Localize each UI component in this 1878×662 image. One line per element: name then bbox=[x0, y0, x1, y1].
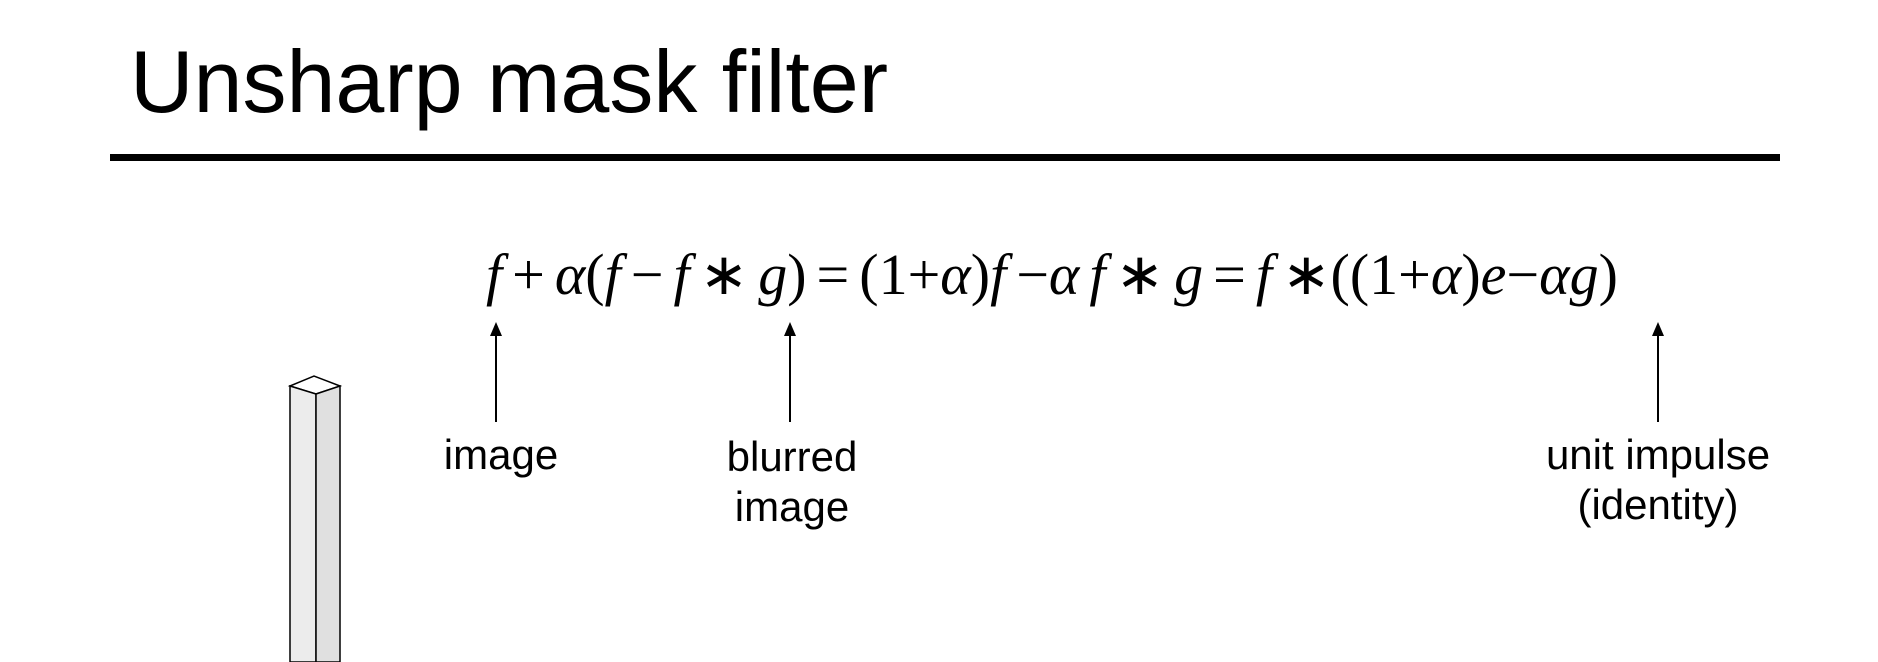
blurred-label-line1: blurred bbox=[726, 433, 858, 480]
slide-title: Unsharp mask filter bbox=[130, 32, 889, 131]
unit-impulse-bar-icon bbox=[287, 375, 343, 662]
up-arrow-icon bbox=[784, 322, 796, 422]
impulse-label-line2: (identity) bbox=[1577, 481, 1739, 528]
image-label-text: image bbox=[443, 431, 559, 478]
unit-impulse-label: unit impulse (identity) bbox=[1520, 430, 1796, 530]
up-arrow-icon bbox=[1652, 322, 1664, 422]
image-label: image bbox=[434, 430, 568, 480]
blurred-label-line2: image bbox=[734, 483, 850, 530]
title-divider bbox=[110, 154, 1780, 161]
up-arrow-icon bbox=[490, 322, 502, 422]
blurred-image-label: blurred image bbox=[712, 432, 872, 532]
impulse-label-line1: unit impulse bbox=[1545, 431, 1771, 478]
